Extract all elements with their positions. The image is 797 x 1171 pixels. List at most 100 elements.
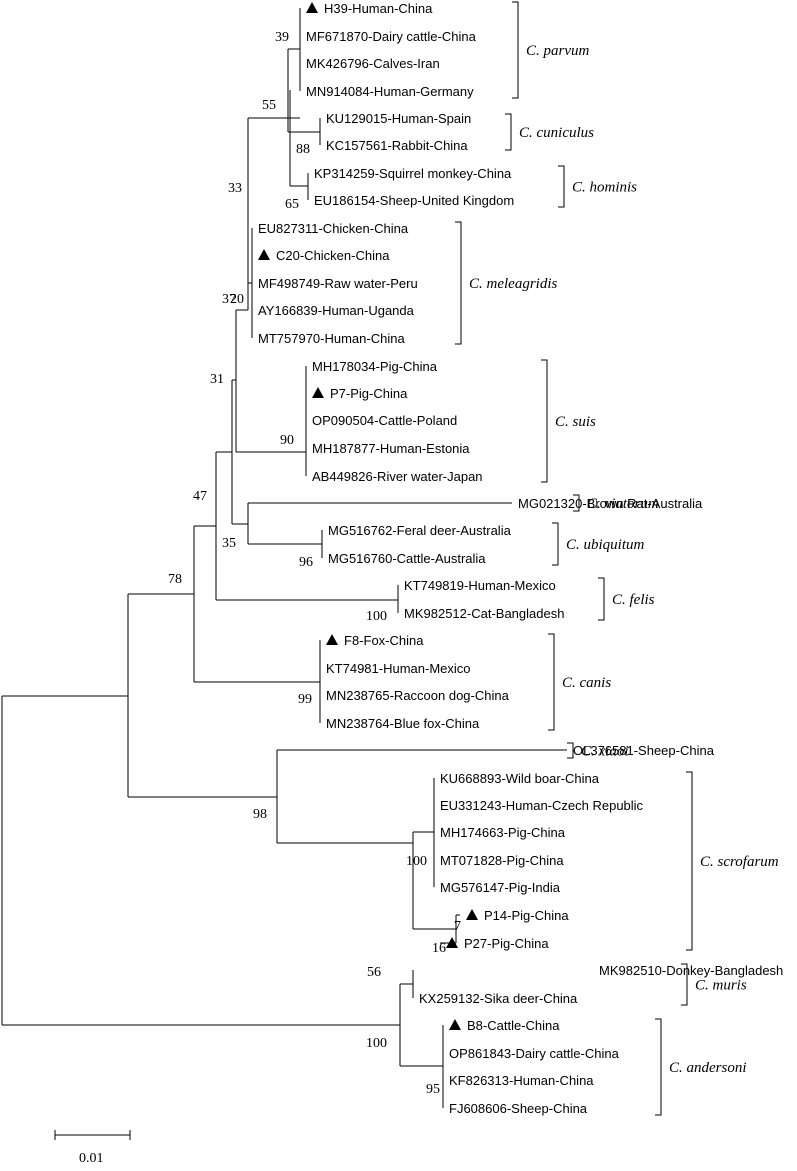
species-bracket (573, 494, 580, 512)
species-bracket (455, 221, 462, 345)
taxon-label: EU186154-Sheep-United Kingdom (314, 193, 514, 208)
taxon-label: KC157561-Rabbit-China (326, 138, 468, 153)
species-bracket (558, 165, 565, 208)
sample-marker-triangle-icon (312, 387, 324, 398)
sample-marker-triangle-icon (326, 634, 338, 645)
species-label: C. xiaoi (581, 744, 629, 760)
bootstrap-value: 96 (299, 555, 313, 570)
species-bracket (598, 577, 605, 621)
taxon-label: C20-Chicken-China (276, 248, 390, 263)
bootstrap-value: 31 (210, 372, 224, 387)
species-label: C. scrofarum (700, 854, 779, 870)
bootstrap-value: 33 (228, 181, 242, 196)
taxon-label: MN238765-Raccoon dog-China (326, 688, 510, 703)
taxon-label: MN914084-Human-Germany (306, 84, 474, 99)
taxon-label: OP861843-Dairy cattle-China (449, 1046, 620, 1061)
species-bracket (512, 1, 519, 99)
species-label: C. suis (555, 414, 596, 430)
taxon-label: MG576147-Pig-India (440, 880, 561, 895)
taxon-label: KU129015-Human-Spain (326, 111, 471, 126)
taxon-label: KT74981-Human-Mexico (326, 661, 471, 676)
taxon-label: AB449826-River water-Japan (312, 469, 483, 484)
bootstrap-value: 55 (262, 98, 276, 113)
species-bracket (505, 113, 512, 151)
bootstrap-value: 88 (296, 142, 310, 157)
taxon-label: P27-Pig-China (464, 936, 549, 951)
species-label: C. viatorum (587, 496, 659, 512)
species-bracket (567, 742, 574, 759)
bootstrap-value: 65 (285, 197, 299, 212)
taxon-label: MH174663-Pig-China (440, 825, 566, 840)
taxon-label: OP090504-Cattle-Poland (312, 413, 457, 428)
species-bracket (681, 963, 688, 1006)
taxon-label: EU331243-Human-Czech Republic (440, 798, 644, 813)
bootstrap-value: 56 (367, 965, 381, 980)
sample-marker-triangle-icon (258, 249, 270, 260)
bootstrap-value: 7 (454, 919, 461, 934)
tree-branches (1, 8, 567, 1108)
species-bracket (686, 771, 693, 951)
taxon-label: KF826313-Human-China (449, 1073, 594, 1088)
taxon-label: KP314259-Squirrel monkey-China (314, 166, 512, 181)
taxon-label: EU827311-Chicken-China (258, 221, 409, 236)
species-brackets: C. parvum C. cuniculus C. hominis C. meleag… (455, 1, 779, 1116)
sample-marker-triangle-icon (306, 2, 318, 13)
bootstrap-value: 98 (253, 807, 267, 822)
taxon-label: MH187877-Human-Estonia (312, 441, 470, 456)
taxon-label: MK982512-Cat-Bangladesh (404, 606, 564, 621)
bootstrap-value: 100 (366, 609, 387, 624)
taxon-label: MF671870-Dairy cattle-China (306, 29, 477, 44)
species-label: C. felis (612, 592, 655, 608)
taxon-label: B8-Cattle-China (467, 1018, 560, 1033)
sample-marker-triangle-icon (466, 909, 478, 920)
bootstrap-value: 47 (193, 489, 207, 504)
taxon-label: MN238764-Blue fox-China (326, 716, 480, 731)
taxon-label: MG516760-Cattle-Australia (328, 551, 486, 566)
taxon-label: KT749819-Human-Mexico (404, 578, 556, 593)
taxon-label: KX259132-Sika deer-China (419, 991, 578, 1006)
taxon-label: AY166839-Human-Uganda (258, 303, 415, 318)
species-label: C. parvum (526, 43, 590, 59)
taxon-label: F8-Fox-China (344, 633, 424, 648)
taxon-label: MK982510-Donkey-Bangladesh (599, 963, 783, 978)
bootstrap-value: 95 (426, 1082, 440, 1097)
species-bracket (541, 359, 548, 483)
taxon-label: MG021320-Brown Rat-Australia (518, 496, 703, 511)
species-label: C. meleagridis (469, 276, 557, 292)
bootstrap-value: 16 (432, 941, 446, 956)
bootstrap-value: 37 (222, 292, 236, 307)
species-label: C. hominis (572, 180, 637, 196)
bootstrap-value: 100 (366, 1036, 387, 1051)
bootstrap-value: 39 (275, 30, 289, 45)
bootstrap-value: 20 (230, 292, 244, 307)
taxon-label: FJ608606-Sheep-China (449, 1101, 588, 1116)
bootstrap-value: 90 (280, 433, 294, 448)
taxon-label: MT757970-Human-China (258, 331, 405, 346)
tree-markers (258, 2, 478, 1030)
sample-marker-triangle-icon (449, 1019, 461, 1030)
bootstrap-value: 100 (406, 854, 427, 869)
species-label: C. canis (562, 675, 611, 691)
species-label: C. muris (695, 978, 747, 994)
scale-bar-label: 0.01 (79, 1151, 104, 1166)
scale-bar: 0.01 (54, 1130, 131, 1166)
sample-marker-triangle-icon (446, 937, 458, 948)
bootstrap-value: 78 (168, 572, 182, 587)
taxon-label: OL376581-Sheep-China (573, 743, 715, 758)
species-label: C. cuniculus (519, 125, 594, 141)
species-bracket (548, 633, 555, 731)
species-label: C. andersoni (669, 1060, 747, 1076)
taxon-label: MF498749-Raw water-Peru (258, 276, 418, 291)
taxon-label: P7-Pig-China (330, 386, 408, 401)
bootstrap-value: 99 (298, 692, 312, 707)
taxon-label: KU668893-Wild boar-China (440, 771, 600, 786)
taxon-label: MG516762-Feral deer-Australia (328, 523, 512, 538)
taxon-label: MT071828-Pig-China (440, 853, 564, 868)
taxon-label: P14-Pig-China (484, 908, 569, 923)
species-bracket (655, 1018, 662, 1116)
taxon-label: H39-Human-China (324, 1, 433, 16)
bootstrap-value: 35 (222, 536, 236, 551)
